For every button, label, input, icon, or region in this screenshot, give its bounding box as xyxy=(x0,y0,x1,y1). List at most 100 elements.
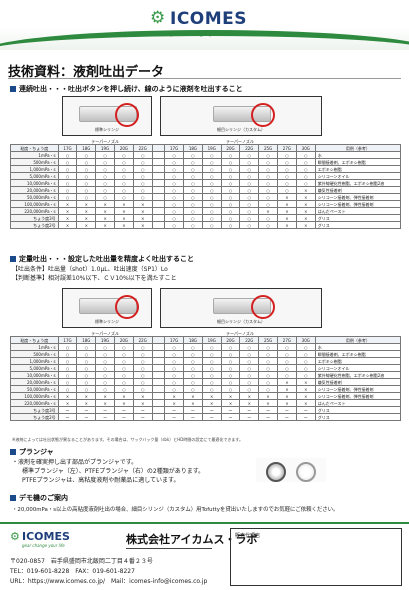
logo-brand: ICOMES xyxy=(170,9,248,29)
result-cell: ○ xyxy=(258,364,278,372)
result-cell: ○ xyxy=(95,371,116,379)
result-cell: ○ xyxy=(76,343,97,351)
company-tel-fax: TEL：019-601-8228 FAX：019-601-8227 xyxy=(10,568,135,575)
usage-note: 水 xyxy=(314,151,402,159)
result-cell: ○ xyxy=(239,357,260,365)
table-row: 5,000mPa・s○○○○○○○○○○○○○シリコーンオイル xyxy=(10,172,402,180)
gauge-fine-header: 22G xyxy=(239,144,260,152)
result-cell: × xyxy=(57,392,78,400)
plunger-line3: PTFEプランジャは、高粘度液剤や耐薬品に適しています。 xyxy=(22,477,180,484)
result-cell: ○ xyxy=(114,378,134,386)
result-cell: ○ xyxy=(258,186,278,194)
company-underline xyxy=(126,548,212,549)
result-cell: ○ xyxy=(183,200,203,208)
usage-note: はんだペースト xyxy=(314,207,402,215)
result-cell: ○ xyxy=(164,357,185,365)
result-cell: × xyxy=(277,207,297,215)
gear-icon: ⚙ xyxy=(10,530,20,543)
result-cell: ○ xyxy=(277,364,297,372)
result-cell: ○ xyxy=(295,357,316,365)
gauge-fine-header: 30G xyxy=(295,336,316,344)
usage-note: 紫外線硬化性樹脂、エポキシ樹脂2液 xyxy=(314,179,402,187)
result-cell: ○ xyxy=(76,193,97,201)
result-cell: ○ xyxy=(295,158,316,166)
result-cell: ○ xyxy=(220,207,241,215)
result-cell: ー xyxy=(132,413,153,421)
result-cell: ○ xyxy=(76,172,97,180)
result-cell: × xyxy=(295,193,316,201)
highlight-ring-icon xyxy=(251,103,275,127)
result-cell: ○ xyxy=(295,151,316,159)
result-cell: ○ xyxy=(95,378,116,386)
result-cell: × xyxy=(295,186,316,194)
result-cell: ○ xyxy=(239,193,260,201)
result-cell: ○ xyxy=(114,151,134,159)
plunger-image xyxy=(256,458,326,482)
row-header: 粘度・ちょう度 xyxy=(10,336,59,344)
highlight-ring-icon xyxy=(115,295,139,319)
spacer-cell xyxy=(151,193,166,201)
result-cell: ○ xyxy=(183,214,203,222)
table-row: 20,000mPa・s○○○○○○○○○○○××嫌気性接着剤 xyxy=(10,378,402,386)
result-cell: ○ xyxy=(258,158,278,166)
table-row: 500mPa・s○○○○○○○○○○○○○瞬間接着剤、エポキシ樹脂 xyxy=(10,350,402,358)
image-caption: 細目シリンジ（カスタム） xyxy=(217,319,265,324)
spacer-cell xyxy=(151,350,166,358)
result-cell: ○ xyxy=(57,193,78,201)
result-cell: × xyxy=(258,392,278,400)
result-cell: ○ xyxy=(114,179,134,187)
viscosity-label: 500mPa・s xyxy=(10,158,59,166)
spacer-cell xyxy=(151,392,166,400)
viscosity-label: 50,000mPa・s xyxy=(10,385,59,393)
viscosity-label: 220,000mPa・s xyxy=(10,399,59,407)
company-url[interactable]: URL：https://www.icomes.co.jp/ Mail：icome… xyxy=(10,578,208,585)
spacer-cell xyxy=(151,336,166,344)
viscosity-label: 100,000mPa・s xyxy=(10,392,59,400)
row-header: 粘度・ちょう度 xyxy=(10,144,59,152)
result-cell: ○ xyxy=(295,343,316,351)
demo-heading: デモ機のご案内 xyxy=(10,493,68,503)
table-row: 50,000mPa・s○○○○○○○○○○○××シリコーン接着剤、弾性接着剤 xyxy=(10,385,402,393)
result-cell: ○ xyxy=(132,158,153,166)
note-header: 用例（参考） xyxy=(314,336,402,344)
viscosity-label: 500mPa・s xyxy=(10,350,59,358)
viscosity-label: 1,000mPa・s xyxy=(10,357,59,365)
logo-tagline: gear change your life xyxy=(170,30,235,37)
nozzle-header: テーパーノズル xyxy=(164,137,316,145)
result-cell: ○ xyxy=(95,343,116,351)
usage-note: シリコーンオイル xyxy=(314,172,402,180)
result-cell: × xyxy=(164,392,185,400)
header-logo: ⚙ ICOMES gear change your life xyxy=(150,8,270,44)
result-cell: × xyxy=(295,385,316,393)
result-cell: ○ xyxy=(57,357,78,365)
table-row: 5,000mPa・s○○○○○○○○○○○○○シリコーンオイル xyxy=(10,364,402,372)
result-cell: ○ xyxy=(183,165,203,173)
viscosity-label: 5,000mPa・s xyxy=(10,364,59,372)
table-row: 1,000mPa・s○○○○○○○○○○○○○エポキシ樹脂 xyxy=(10,357,402,365)
gauge-fine-header: 19G xyxy=(201,144,222,152)
result-cell: × xyxy=(76,399,97,407)
result-cell: ー xyxy=(132,406,153,414)
spacer-cell xyxy=(151,158,166,166)
result-cell: ー xyxy=(277,406,297,414)
result-cell: ○ xyxy=(164,214,185,222)
result-cell: ○ xyxy=(76,378,97,386)
result-cell: ○ xyxy=(239,158,260,166)
result-cell: ー xyxy=(295,413,316,421)
result-cell: ○ xyxy=(239,186,260,194)
spacer-cell xyxy=(151,214,166,222)
result-cell: ○ xyxy=(258,221,278,229)
result-cell: × xyxy=(295,392,316,400)
result-cell: ○ xyxy=(201,158,222,166)
usage-note: 嫌気性接着剤 xyxy=(314,186,402,194)
result-cell: ○ xyxy=(164,385,185,393)
viscosity-label: ちょう度3号 xyxy=(10,406,59,414)
result-cell: ○ xyxy=(220,350,241,358)
usage-note: シリコーンオイル xyxy=(314,364,402,372)
result-cell: ー xyxy=(114,413,134,421)
result-cell: ○ xyxy=(201,186,222,194)
result-cell: ○ xyxy=(132,350,153,358)
result-cell: ○ xyxy=(95,364,116,372)
result-cell: ○ xyxy=(258,200,278,208)
viscosity-label: 1mPa・s xyxy=(10,151,59,159)
